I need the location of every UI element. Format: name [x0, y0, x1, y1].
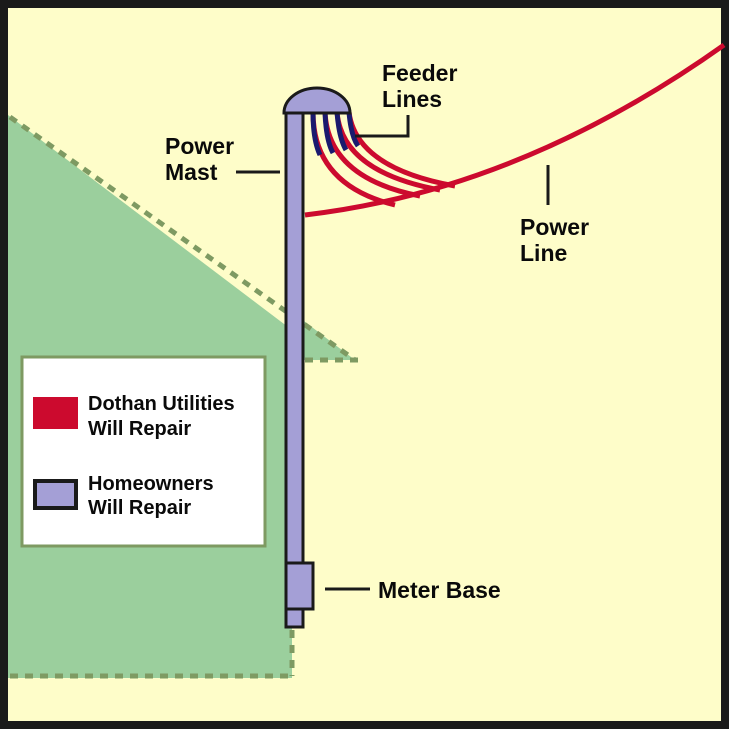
legend-swatch-homeowner [33, 479, 78, 510]
legend-utility-line-1: Dothan Utilities [88, 393, 235, 415]
legend-homeowner-line-2: Will Repair [88, 497, 191, 519]
feeder-lines-label-2: Lines [382, 86, 442, 112]
power-mast-label-1: Power [165, 133, 234, 159]
meter-base-label: Meter Base [378, 577, 501, 603]
meter-base [284, 561, 315, 611]
legend: Dothan Utilities Will Repair Homeowners … [20, 355, 267, 548]
feeder-lines-label-1: Feeder [382, 60, 457, 86]
legend-utility-line-2: Will Repair [88, 418, 191, 440]
feeder-lines-leader [355, 115, 410, 138]
weatherhead [282, 86, 352, 115]
power-line [304, 42, 726, 218]
legend-homeowner-line-1: Homeowners [88, 473, 214, 495]
power-mast [284, 108, 305, 629]
feeder-lines [310, 111, 456, 208]
power-mast-label-2: Mast [165, 159, 218, 185]
power-line-label-2: Line [520, 240, 567, 266]
power-line-label-1: Power [520, 214, 589, 240]
legend-swatch-utility [33, 397, 78, 429]
